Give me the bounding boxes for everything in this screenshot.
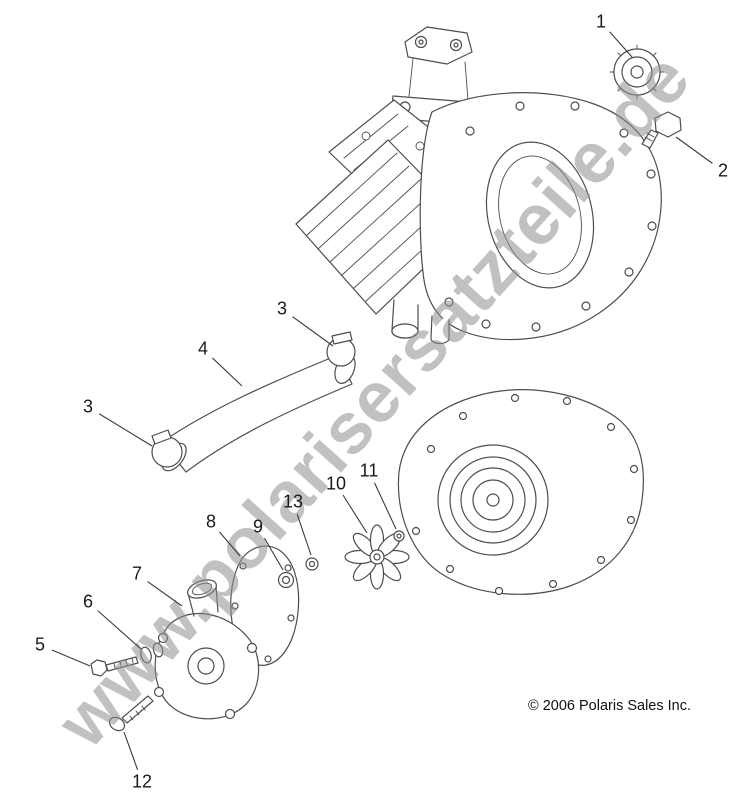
leader-line-4 <box>212 357 243 387</box>
leader-line-3 <box>292 316 334 347</box>
leader-line-3 <box>98 413 153 447</box>
leader-line-9 <box>264 537 284 571</box>
leader-line-6 <box>97 610 142 650</box>
leader-line-10 <box>342 494 368 534</box>
leader-line-7 <box>147 581 183 607</box>
leader-line-8 <box>219 531 241 557</box>
leader-line-11 <box>373 482 397 530</box>
leader-line-2 <box>675 136 713 164</box>
copyright-text: © 2006 Polaris Sales Inc. <box>528 698 692 714</box>
leader-line-1 <box>609 31 633 58</box>
leader-line-13 <box>296 514 312 556</box>
leader-line-5 <box>51 649 91 667</box>
leader-line-12 <box>123 731 139 770</box>
